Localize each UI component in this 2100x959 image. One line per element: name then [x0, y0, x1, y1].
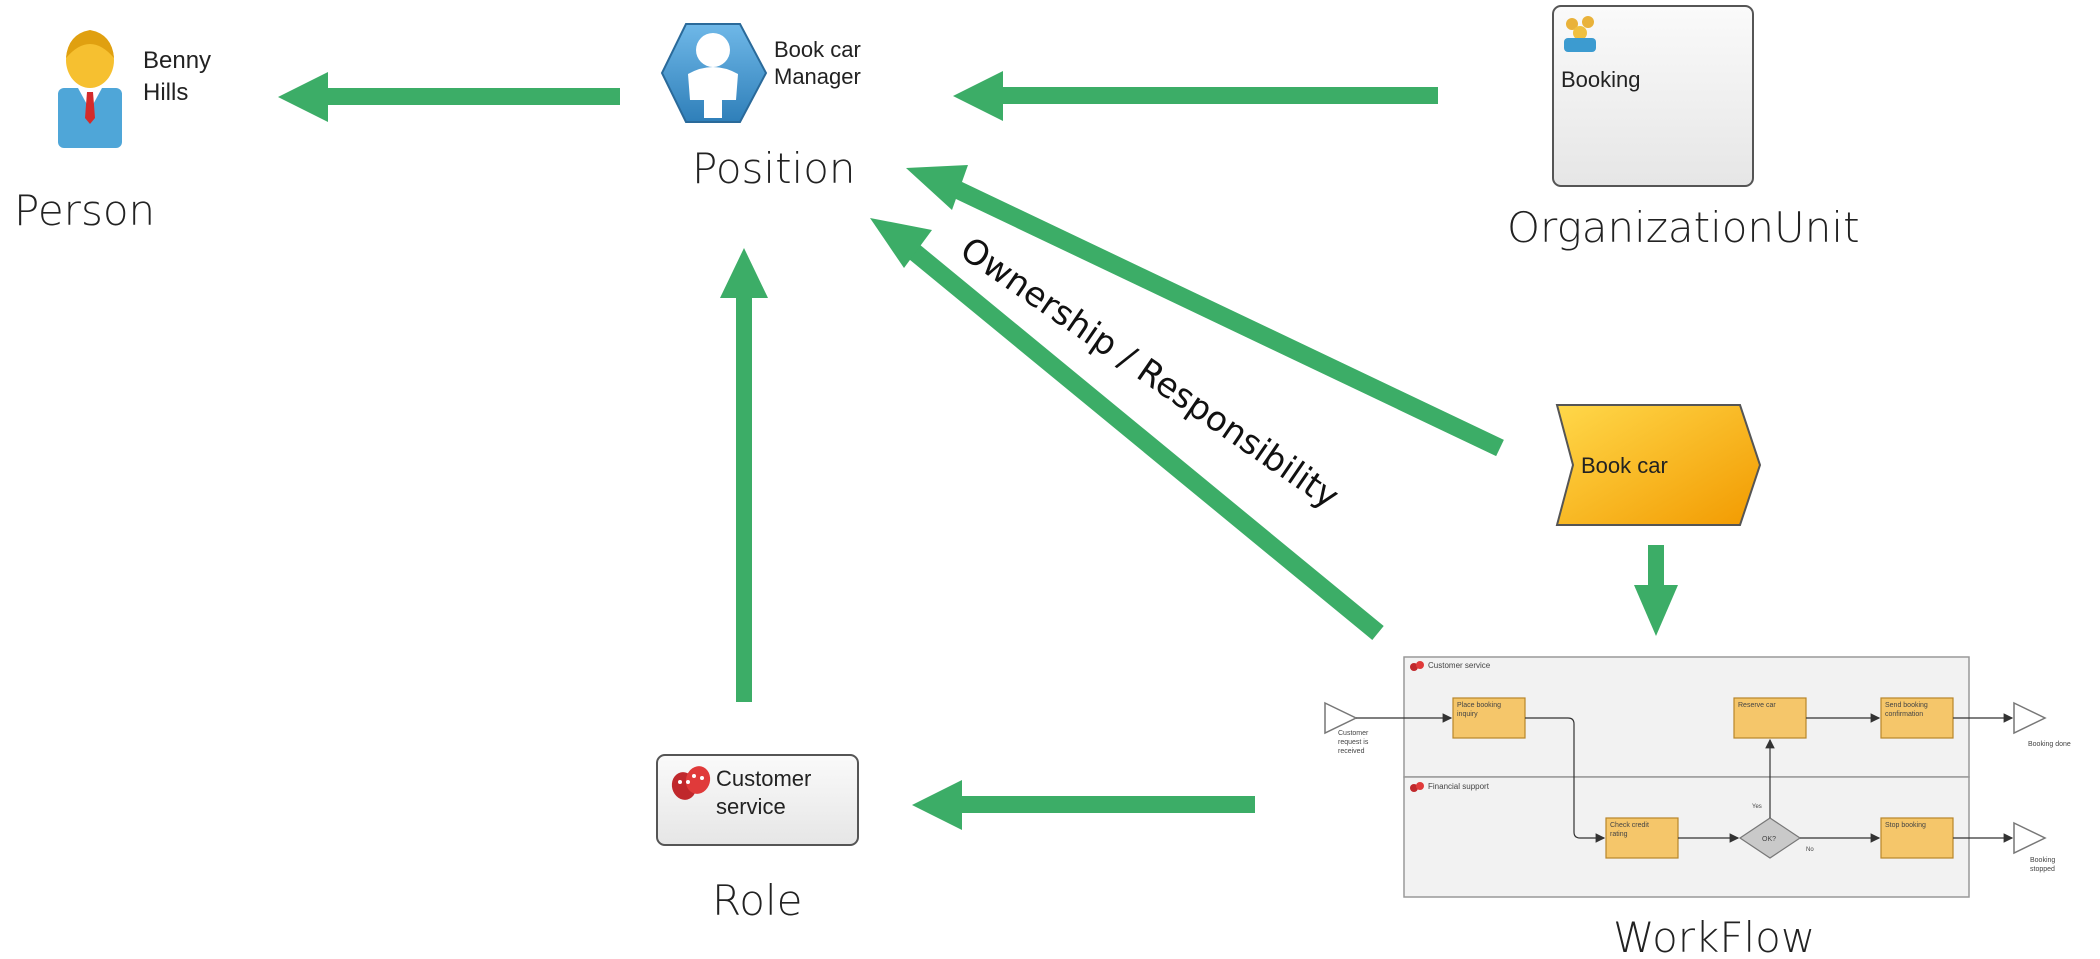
end-event-stopped: Booking stopped — [2013, 821, 2055, 873]
role-name-line2: service — [716, 794, 786, 819]
start-event: Customer request is received — [1324, 701, 1369, 755]
person-node[interactable]: Benny Hills Person — [14, 30, 211, 235]
process-chevron — [1555, 404, 1762, 526]
arrow-workflow-to-role — [912, 780, 1255, 830]
gateway-ok: OK? Yes No — [1738, 804, 1814, 859]
gateway-yes-label: Yes — [1752, 804, 1762, 810]
theater-masks-icon — [671, 766, 711, 800]
lane-icon-1 — [1410, 661, 1424, 671]
lane-label-financial-support: Financial support — [1428, 782, 1490, 791]
task-reserve-car: Reserve car — [1733, 697, 1807, 739]
end-stopped-line1: Booking — [2030, 857, 2055, 864]
arrow-process-to-position — [906, 165, 1504, 457]
org-unit-box — [1552, 5, 1754, 187]
start-event-line2: request is — [1338, 739, 1369, 746]
person-icon — [58, 30, 122, 148]
process-name: Book car — [1581, 453, 1668, 478]
person-name-line2: Hills — [143, 79, 188, 106]
group-icon — [1564, 16, 1596, 52]
role-caption: Role — [712, 876, 803, 925]
org-unit-caption: OrganizationUnit — [1507, 203, 1860, 252]
workflow-pool: Customer service Financial support — [1403, 656, 1970, 898]
arrow-position-to-person — [278, 72, 620, 122]
task-send-confirmation-line2: confirmation — [1885, 711, 1923, 718]
role-name-line1: Customer — [716, 766, 811, 791]
end-event-done: Booking done — [2013, 701, 2071, 748]
end-done-label: Booking done — [2028, 741, 2071, 748]
org-unit-name: Booking — [1561, 67, 1641, 92]
arrow-process-to-workflow — [1634, 545, 1678, 636]
gateway-label: OK? — [1762, 836, 1776, 843]
arrow-orgunit-to-position — [953, 71, 1438, 121]
position-name-line1: Book car — [774, 37, 861, 62]
task-check-credit-line2: rating — [1610, 831, 1628, 838]
lane-icon-2 — [1410, 782, 1424, 792]
task-check-credit-line1: Check credit — [1610, 822, 1649, 829]
task-place-booking-line2: inquiry — [1457, 711, 1478, 718]
person-caption: Person — [14, 186, 155, 235]
task-place-booking-line1: Place booking — [1457, 702, 1501, 709]
position-name-line2: Manager — [774, 64, 861, 89]
task-place-booking: Place booking inquiry — [1452, 697, 1526, 739]
org-unit-node[interactable]: Booking OrganizationUnit — [1507, 5, 1860, 252]
position-hexagon-icon — [660, 23, 768, 123]
start-event-line1: Customer — [1338, 730, 1369, 737]
task-stop-booking: Stop booking — [1880, 817, 1954, 859]
lane-label-customer-service: Customer service — [1428, 661, 1491, 670]
task-reserve-car-line1: Reserve car — [1738, 702, 1776, 709]
arrow-role-to-position — [720, 248, 768, 702]
gateway-no-label: No — [1806, 847, 1814, 853]
start-event-line3: received — [1338, 748, 1365, 755]
position-node[interactable]: Book car Manager Position — [660, 23, 861, 193]
arrow-workflow-to-position — [870, 218, 1384, 640]
task-send-confirmation: Send booking confirmation — [1880, 697, 1954, 739]
relation-arrows — [278, 71, 1678, 830]
end-stopped-line2: stopped — [2030, 866, 2055, 873]
task-check-credit: Check credit rating — [1605, 817, 1679, 859]
role-node[interactable]: Customer service Role — [656, 754, 859, 925]
process-node[interactable]: Book car — [1555, 404, 1762, 526]
sequence-flows — [1356, 713, 2014, 843]
task-send-confirmation-line1: Send booking — [1885, 702, 1928, 709]
workflow-caption: WorkFlow — [1613, 913, 1815, 959]
task-stop-booking-line1: Stop booking — [1885, 822, 1926, 829]
workflow-node[interactable]: Customer service Financial support Custo… — [1324, 656, 2071, 959]
person-name-line1: Benny — [143, 47, 211, 74]
position-caption: Position — [692, 144, 856, 193]
